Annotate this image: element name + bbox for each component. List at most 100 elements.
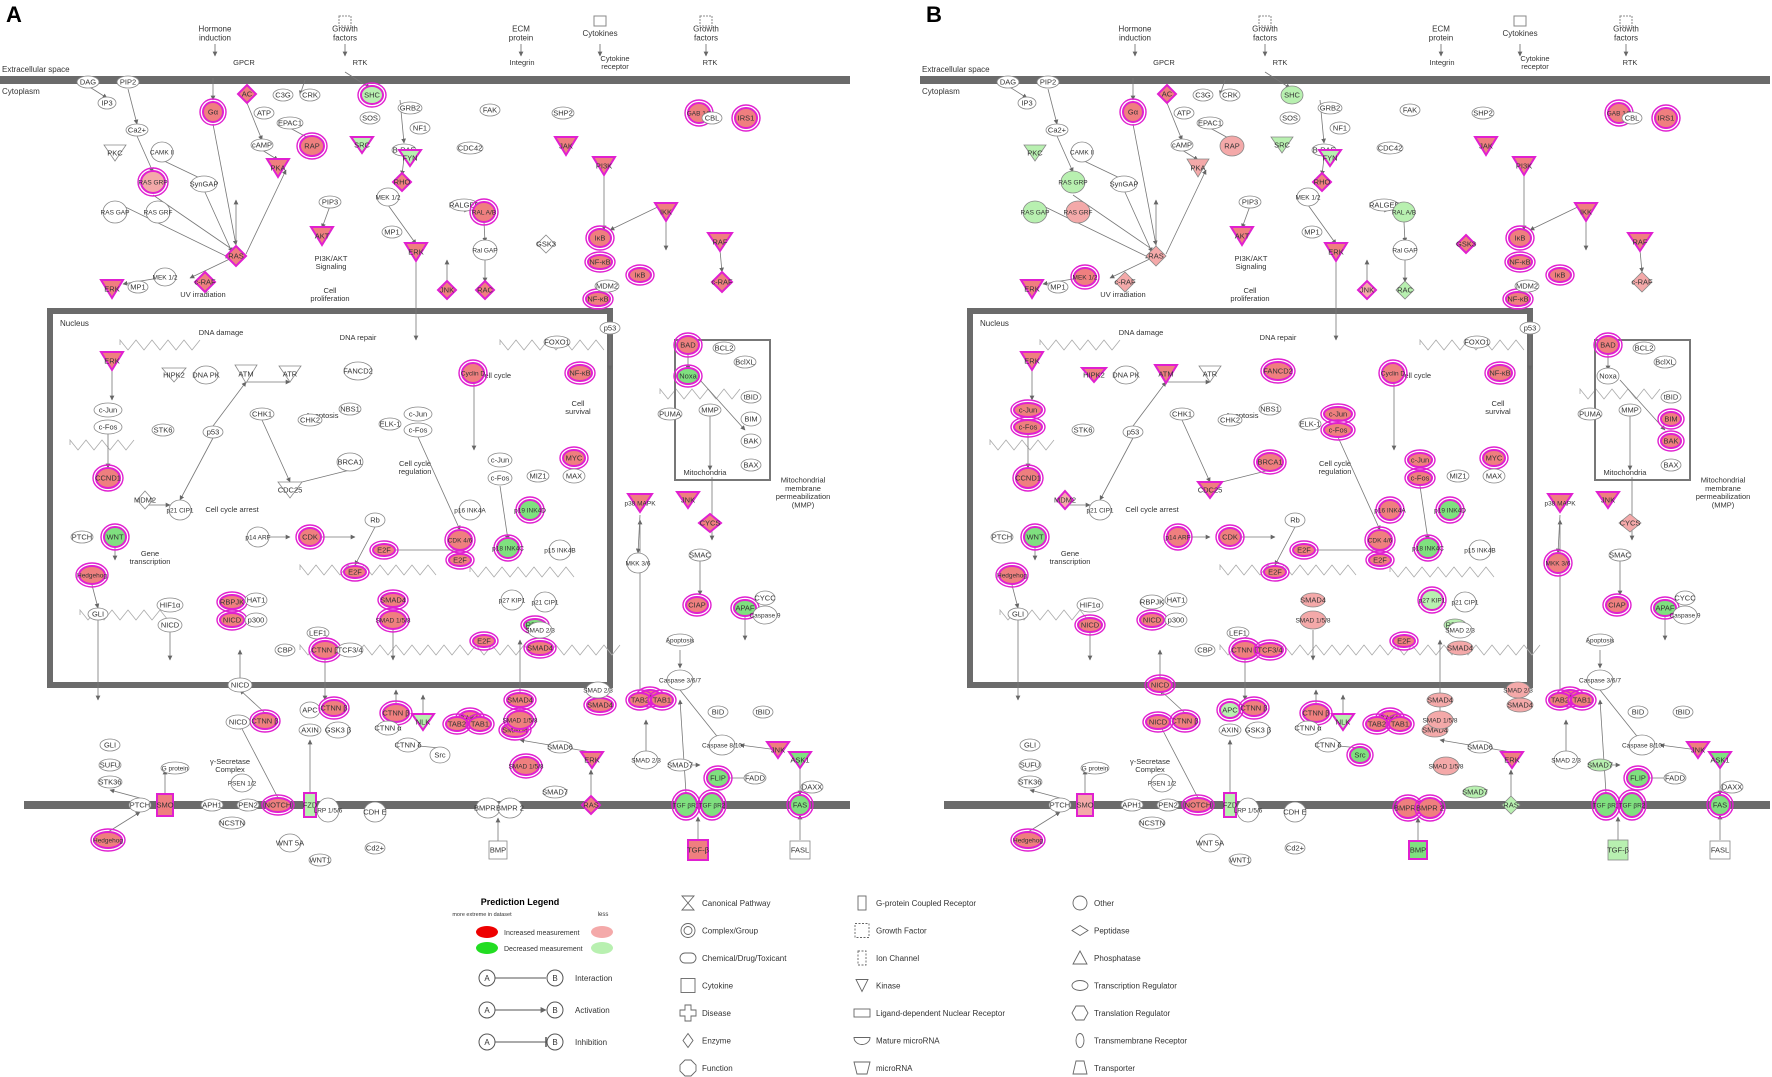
node-shape [1595,491,1621,510]
node-daxx: DAXX [800,780,824,794]
node-c-raf: c-RAF [710,270,734,294]
process-label-8: Cell cycle [479,371,511,380]
node-label: c-Fos [1329,426,1348,435]
node-label: SMAD7 [1462,788,1488,797]
node-highlight-ring [1505,225,1535,251]
node-shape [1482,449,1506,467]
node-label: Cyclin D [1381,371,1406,378]
receptor-label-4: RTK [1623,58,1638,67]
node-highlight-ring [1375,496,1405,524]
node-label: BclXL [735,358,755,367]
process-label-0: UV irradiation [180,290,225,299]
node-label: FOXO1 [544,338,569,347]
node-label: DAXX [1722,783,1742,792]
node-highlight-ring [1253,639,1287,661]
node-shape [299,701,321,719]
node-shape [1164,612,1188,628]
node-hat1: HAT1 [1164,592,1188,608]
legend-increased-light [591,926,613,938]
node-label: CDC42 [1378,144,1403,153]
node-shape [244,592,268,608]
node-shape [1438,499,1462,521]
node-ral-a/b: RAL A/B [469,198,499,226]
node-label: CYCS [1620,519,1641,528]
node-label: LRP 1/5/6 [314,808,343,815]
node-shape [153,267,177,287]
node-shape [140,170,166,194]
node-camp: cAMP [1170,138,1194,152]
node-nf-κb: NF-κB [1502,288,1534,310]
node-label: WNT 5A [1196,839,1224,848]
node-shape [278,365,302,383]
node-tab2: TAB2 [1545,689,1575,711]
node-label: RAL A/B [1392,210,1416,217]
node-label: PTCH [992,533,1012,542]
node-shape [102,200,128,224]
node-pi3k: PI3K [591,156,617,177]
node-shape [372,543,396,557]
node-shape [236,83,258,105]
node-shape [657,407,683,421]
node-label: SHC [364,91,380,100]
node-label: TAB2 [448,720,466,729]
node-shape [707,705,729,719]
node-fzd: FZD [1223,792,1238,818]
node-label: Ral GAP [1392,248,1417,255]
node-c-fos: c-Fos [403,422,433,438]
node-hif1α: HIF1α [156,597,184,613]
node-shape [1283,801,1307,823]
node-smad-2/3: SMAD 2/3 [631,750,661,770]
node-shape [458,499,482,521]
node-label: SMAD4 [527,644,553,653]
node-label: IKK [660,208,672,217]
node-shape [1013,831,1043,849]
pathway-edge [1123,189,1153,253]
process-label-4: DNA repair [1260,333,1297,342]
node-puma: PUMA [1577,407,1603,421]
node-shape [250,138,274,152]
node-highlight-ring [1144,674,1176,696]
node-c-jun: c-Jun [403,406,433,422]
node-bim: BIM [1657,408,1685,430]
node-label: PUMA [659,410,681,419]
node-pip3: PIP3 [318,195,342,209]
node-caspase-8/10: Caspase 8/10 [702,734,742,756]
node-label: Ca2+ [128,126,147,135]
node-shape [1399,103,1421,117]
node-label: TAB1 [471,720,489,729]
dna-strand [1039,338,1121,351]
node-shape [1145,245,1167,267]
node-shape [1674,590,1696,606]
node-label: IκB [1515,234,1526,243]
node-fzd: FZD [303,792,318,818]
dna-strand [119,338,201,351]
node-label: MDM2 [596,282,618,291]
node-label: BIM [744,415,757,424]
node-shape [447,529,473,551]
node-highlight-ring [1020,523,1050,551]
node-label: FANCD2 [1263,367,1293,376]
node-shape [1229,226,1255,247]
node-shape [298,723,322,737]
node-aph1: APH1 [200,798,224,812]
node-label: Gα [1128,108,1139,117]
node-label: NICD [1081,621,1100,630]
node-erk: ERK [579,751,605,770]
node-label: NBS1 [340,405,360,414]
cytokine-icon [1513,15,1527,27]
node-label: BAX [1663,461,1678,470]
node-ras: RAS [1145,245,1167,267]
node-ctnn-β: CTNN β [1169,709,1201,733]
node-tab1: TAB1 [1385,713,1415,735]
node-shape [1626,232,1654,253]
node-ptch: PTCH [1048,797,1072,813]
node-highlight-ring [137,167,169,197]
node-shape [303,792,317,818]
node-shape [381,225,403,239]
node-shape [246,526,270,548]
node-p38-mapk: p38 MAPK [1544,493,1576,514]
node-label: TAK1 [1381,714,1399,723]
legend-cross-icon [679,1004,697,1022]
dna-strand [1579,387,1661,400]
